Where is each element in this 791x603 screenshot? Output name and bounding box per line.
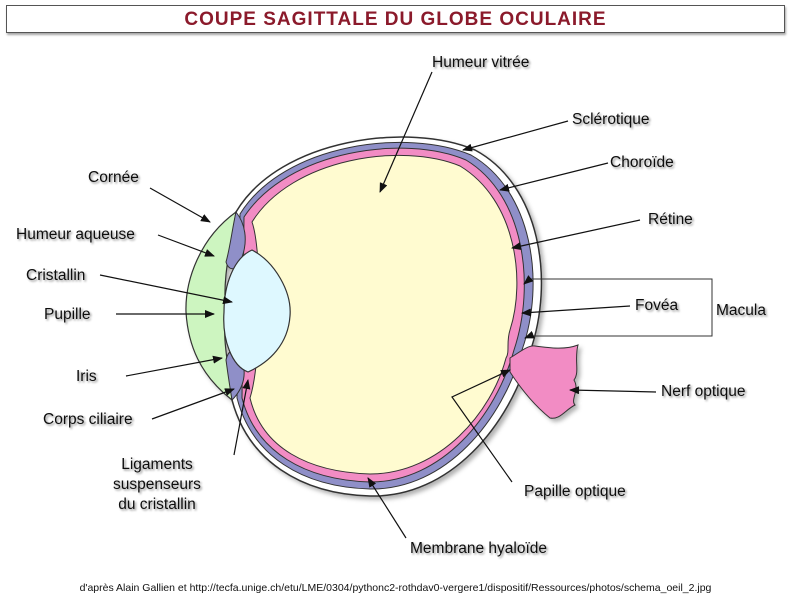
label-iris: Iris — [76, 368, 97, 385]
title-box: COUPE SAGITTALE DU GLOBE OCULAIRE — [6, 5, 785, 33]
label-corps-ciliaire: Corps ciliaire — [43, 411, 133, 428]
label-papille-optique: Papille optique — [524, 483, 626, 500]
label-pupille: Pupille — [44, 306, 91, 323]
label-ligaments-line2: suspenseurs — [113, 476, 201, 493]
label-membrane-hyaloide: Membrane hyaloïde — [410, 540, 547, 557]
pointer-cornee — [149, 187, 211, 223]
label-retine: Rétine — [648, 211, 693, 228]
pointer-retine — [511, 219, 641, 250]
pointer-ligaments — [233, 379, 251, 456]
iris-upper — [225, 210, 246, 270]
pointer-membrane-hyaloide — [367, 477, 407, 539]
labels: Humeur vitrée Sclérotique Choroïde Rétin… — [16, 54, 766, 557]
label-nerf-optique: Nerf optique — [661, 383, 745, 400]
vitreous-body — [249, 154, 518, 475]
pointer-sclerotique — [462, 120, 569, 152]
label-fovea: Fovéa — [635, 297, 678, 314]
pointer-corps-ciliaire — [151, 388, 235, 420]
eyeball — [185, 136, 579, 497]
pointer-humeur-vitree — [379, 71, 433, 193]
pointer-choroide — [499, 162, 609, 192]
pointer-lines — [99, 71, 657, 539]
pointer-cristallin — [99, 274, 233, 305]
label-ligaments-line1: Ligaments — [121, 456, 193, 473]
label-cornee: Cornée — [88, 169, 139, 186]
label-humeur-vitree: Humeur vitrée — [432, 54, 529, 71]
label-humeur-aqueuse: Humeur aqueuse — [16, 226, 135, 243]
pointer-humeur-aqueuse — [157, 234, 215, 257]
crystalline-lens — [223, 249, 291, 373]
label-choroide: Choroïde — [610, 154, 674, 171]
pointer-papille-optique — [451, 369, 513, 483]
pointer-macula-top — [523, 275, 534, 285]
pointer-macula-bottom — [524, 330, 535, 339]
label-ligaments-line3: du cristallin — [118, 496, 196, 513]
pointer-nerf-optique — [569, 386, 657, 395]
diagram-title: COUPE SAGITTALE DU GLOBE OCULAIRE — [184, 9, 607, 30]
label-cristallin: Cristallin — [26, 267, 85, 284]
label-macula: Macula — [716, 302, 766, 319]
pointer-fovea — [521, 305, 631, 317]
optic-nerve — [509, 344, 579, 419]
label-sclerotique: Sclérotique — [572, 111, 650, 128]
source-credit: d'après Alain Gallien et http://tecfa.un… — [79, 582, 712, 594]
pointer-iris — [125, 355, 223, 377]
macula-bracket — [530, 278, 713, 337]
